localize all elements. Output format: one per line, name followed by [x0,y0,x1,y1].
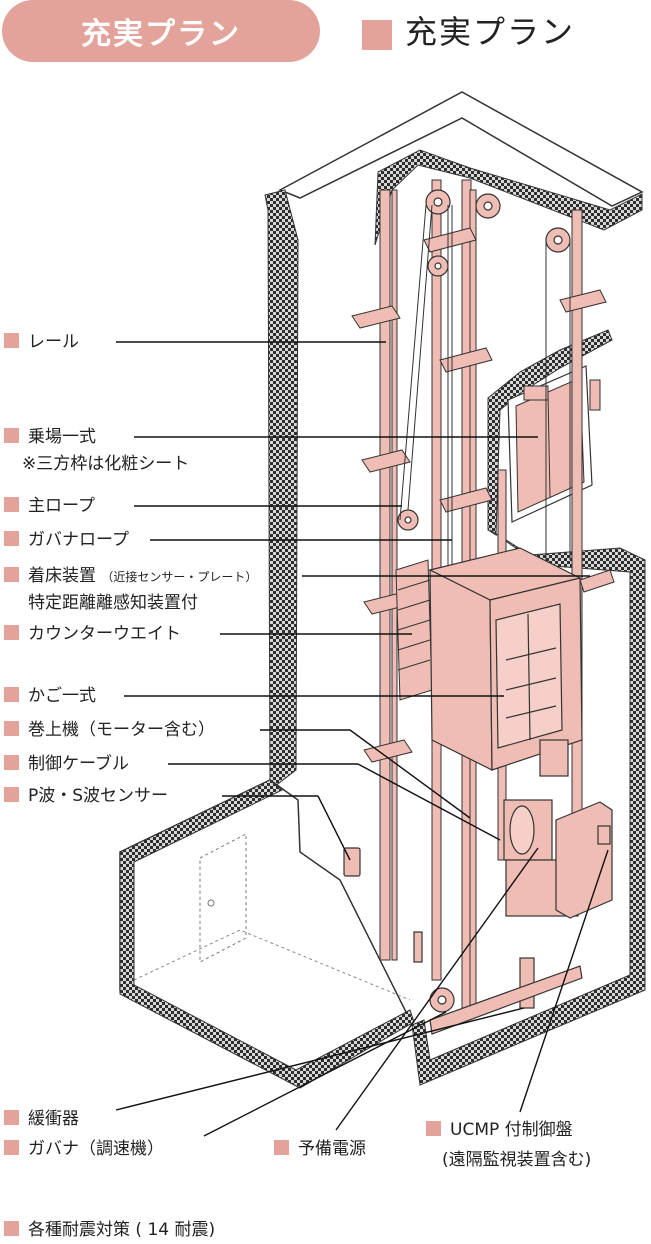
label-landing: 乗場一式 [4,426,96,448]
legend-swatch [362,20,392,50]
pit-base [429,965,583,1035]
label-leveling-note: （近接センサー・プレート） [101,570,258,584]
pit-door [199,833,247,963]
shaft-wall-left [264,189,299,792]
shaft-ceiling [278,91,644,207]
label-seismic: 各種耐震対策 ( 14 耐震) [4,1219,215,1241]
control-panel [555,801,613,919]
shaft-wall-mid [487,329,613,536]
ropes [399,204,571,590]
label-ps-sensor: P波・S波センサー [4,785,168,807]
label-leveling-sub: 特定距離離感知装置付 [28,593,198,613]
label-backup-power: 予備電源 [274,1138,366,1160]
label-leveling: 着床装置 （近接センサー・プレート） [4,565,257,588]
label-ucmp: UCMP 付制御盤 [426,1119,573,1141]
elevator-car [428,547,583,771]
label-counterweight: カウンターウエイト [4,623,181,645]
plan-badge: 充実プラン [2,0,320,62]
label-car: かご一式 [4,685,96,707]
label-governor-rope: ガバナロープ [4,529,129,551]
label-buffer: 緩衝器 [4,1108,79,1130]
leader-lines [115,341,609,1137]
label-rail: レール [4,331,79,353]
label-hoist: 巻上機（モーター含む） [4,719,215,741]
label-main-rope: 主ロープ [4,495,95,517]
landing-indicator [523,385,549,401]
label-governor: ガバナ（調速機） [4,1138,164,1160]
label-landing-note: ※三方枠は化粧シート [22,454,190,474]
plan-title: 充実プラン [405,13,576,51]
pit-room-wall [119,779,415,1089]
landing-door [515,377,585,513]
label-control-cable: 制御ケーブル [4,753,129,775]
label-ucmp-sub: (遠隔監視装置含む) [442,1150,592,1170]
counterweight [395,559,433,701]
